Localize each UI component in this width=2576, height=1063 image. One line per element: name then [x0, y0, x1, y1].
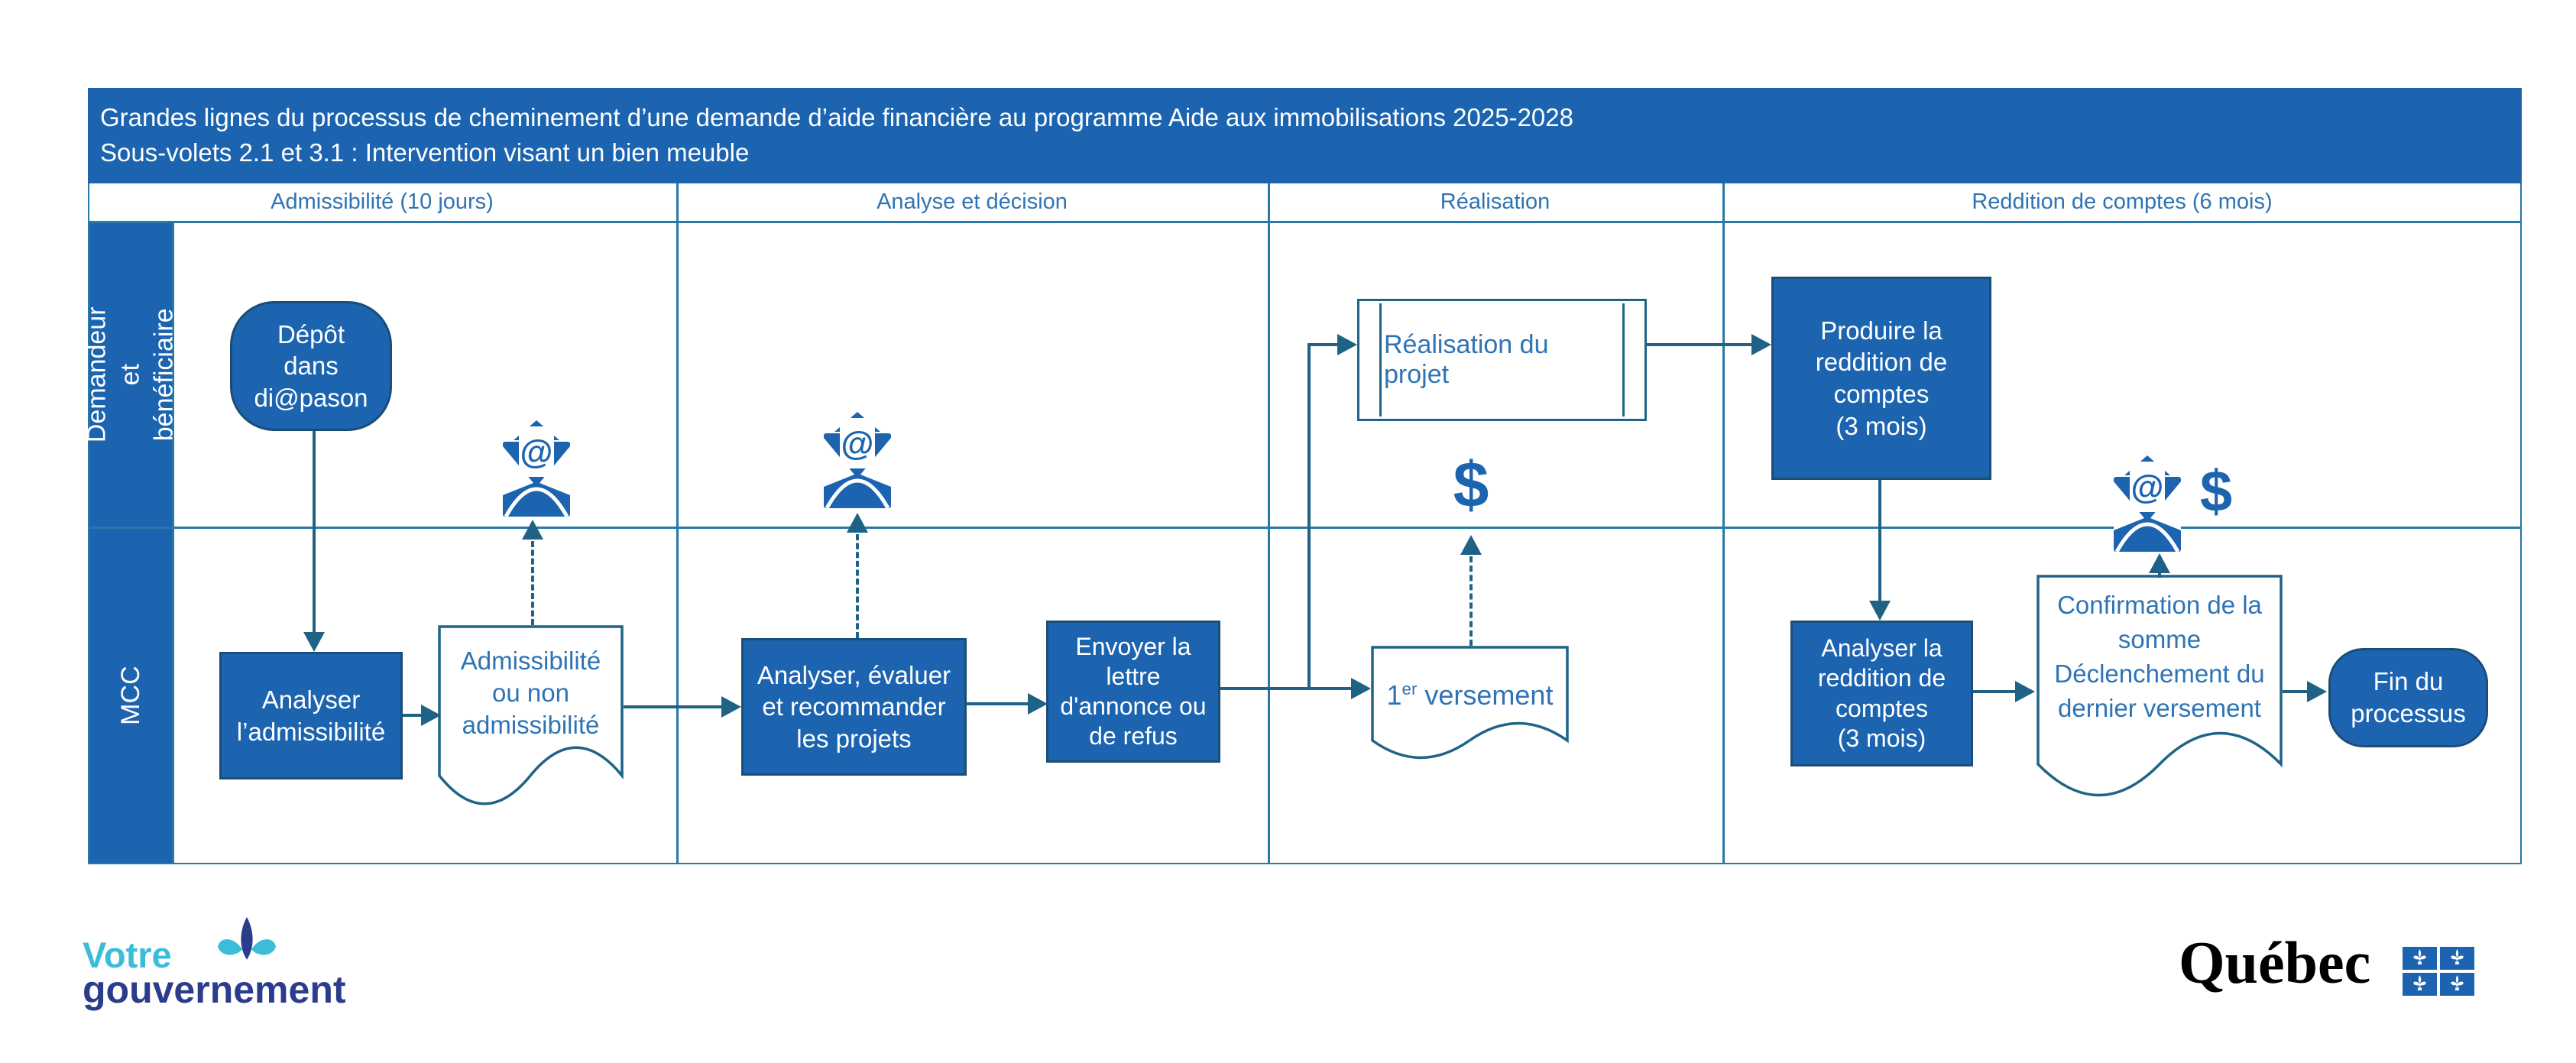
arrowhead-envoyer-to-versement	[1351, 678, 1371, 699]
lane-label-column-edge	[172, 222, 174, 864]
svg-text:@: @	[841, 425, 874, 462]
process-box-envoyer-lettre: Envoyer la lettre d'annonce ou de refus	[1046, 621, 1220, 763]
column-divider-2	[1268, 183, 1270, 864]
lane-label-mcc: MCC	[89, 529, 172, 863]
dollar-icon-1: $	[1453, 449, 1489, 520]
votre-gouvernement-logo: Votre gouvernement	[83, 917, 403, 1020]
title-line-2: Sous-volets 2.1 et 3.1 : Intervention vi…	[100, 138, 750, 167]
subprocess-label: Réalisation du projet	[1384, 330, 1549, 389]
arrowhead-doc-to-analyser-evaluer	[721, 696, 741, 718]
arrowhead-dashed-to-envelope-3	[2149, 553, 2170, 573]
fleur-de-lis-white-icons	[2413, 949, 2464, 990]
flag-tiles	[2403, 947, 2474, 996]
connector-reddition-to-confirmation	[1973, 690, 2017, 693]
header-bottom-line	[88, 221, 2522, 223]
arrowhead-dashed-to-dollar	[1460, 535, 1482, 555]
svg-text:@: @	[2131, 468, 2164, 506]
quebec-wordmark: Québec	[2179, 929, 2371, 996]
start-event-depot-diapason: Dépôt dans di@pason	[230, 301, 392, 431]
title-band: Grandes lignes du processus de chemineme…	[88, 88, 2522, 183]
quebec-flag-grid	[2403, 947, 2474, 996]
column-header-analyse-decision: Analyse et décision	[876, 190, 1068, 214]
column-divider-3	[1722, 183, 1725, 864]
versement-word: versement	[1417, 679, 1554, 711]
arrowhead-depot-to-analyser	[303, 632, 325, 652]
email-envelope-icon-2: @	[819, 410, 896, 510]
connector-analyser-to-doc	[403, 714, 423, 717]
subprocess-right-bar	[1622, 303, 1625, 416]
arrowhead-realisation-to-produire	[1751, 334, 1771, 355]
dollar-icon-2: $	[2199, 459, 2233, 524]
lane-label-mcc-text: MCC	[115, 666, 145, 726]
process-box-analyser-reddition: Analyser la reddition de comptes (3 mois…	[1790, 621, 1973, 766]
document-admissibilite-text: Admissibilité ou non admissibilité	[460, 647, 601, 740]
subprocess-left-bar	[1379, 303, 1382, 416]
arrowhead-evaluer-to-envoyer	[1028, 693, 1048, 715]
arrowhead-analyser-to-doc	[421, 705, 441, 726]
versement-number: 1	[1386, 679, 1402, 711]
arrowhead-to-realisation	[1337, 334, 1357, 355]
svg-text:@: @	[520, 433, 553, 471]
arrowhead-reddition-to-confirmation	[2015, 681, 2035, 702]
email-envelope-icon-3: @	[2109, 454, 2186, 553]
process-box-analyser-admissibilite: Analyser l’admissibilité	[219, 652, 403, 779]
connector-envoyer-to-versement	[1220, 687, 1353, 690]
lane-label-demandeur-text: Demandeur et bénéficiaire	[82, 306, 180, 443]
connector-riser-to-realisation	[1307, 345, 1311, 689]
connector-doc-to-analyser-evaluer	[624, 705, 723, 708]
gouvernement-wordmark: gouvernement	[83, 968, 346, 1011]
lane-label-demandeur-beneficiaire: Demandeur et bénéficiaire	[83, 223, 179, 527]
dashed-connector-doc-to-envelope-1	[531, 541, 534, 625]
column-header-admissibilite: Admissibilité (10 jours)	[271, 190, 494, 214]
fleur-de-lis-icon-gouvernement	[214, 917, 280, 975]
dashed-connector-confirmation-to-envelope-3	[2158, 572, 2161, 578]
document-premier-versement: 1er versement	[1371, 646, 1569, 766]
subprocess-realisation-du-projet: Réalisation du projet	[1357, 299, 1647, 421]
dashed-connector-versement-to-dollar	[1469, 556, 1473, 646]
arrowhead-confirmation-to-fin	[2307, 681, 2327, 702]
lane-divider-line	[88, 527, 2522, 529]
column-header-reddition: Reddition de comptes (6 mois)	[1972, 190, 2273, 214]
connector-realisation-to-produire	[1647, 343, 1753, 346]
document-confirmation-text: Confirmation de la somme Déclenchement d…	[2054, 591, 2265, 722]
process-box-analyser-evaluer: Analyser, évaluer et recommander les pro…	[741, 638, 967, 776]
dashed-connector-evaluer-to-envelope-2	[856, 534, 859, 638]
votre-wordmark: Votre	[83, 935, 172, 975]
document-premier-versement-text: 1er versement	[1371, 678, 1569, 713]
arrowhead-produire-to-analyser-reddition	[1869, 601, 1891, 621]
document-confirmation-somme: Confirmation de la somme Déclenchement d…	[2036, 575, 2283, 809]
process-box-produire-reddition: Produire la reddition de comptes (3 mois…	[1771, 277, 1991, 480]
title-line-1: Grandes lignes du processus de chemineme…	[100, 103, 1573, 131]
column-header-realisation: Réalisation	[1440, 190, 1550, 214]
column-divider-1	[676, 183, 679, 864]
connector-evaluer-to-envoyer	[967, 702, 1029, 705]
connector-confirmation-to-fin	[2283, 690, 2309, 693]
document-admissibilite-ou-non: Admissibilité ou non admissibilité	[438, 625, 624, 813]
versement-ordinal-suffix: er	[1401, 679, 1418, 698]
arrowhead-dashed-to-envelope-2	[847, 513, 868, 533]
connector-depot-to-analyser	[313, 431, 316, 632]
end-event-fin-du-processus: Fin du processus	[2328, 648, 2488, 747]
connector-riser-horizontal	[1307, 343, 1339, 346]
email-envelope-icon-1: @	[498, 419, 575, 518]
quebec-logo: Québec	[2179, 929, 2484, 1020]
connector-produire-to-analyser-reddition	[1878, 480, 1881, 601]
arrowhead-dashed-to-envelope-1	[522, 520, 543, 540]
